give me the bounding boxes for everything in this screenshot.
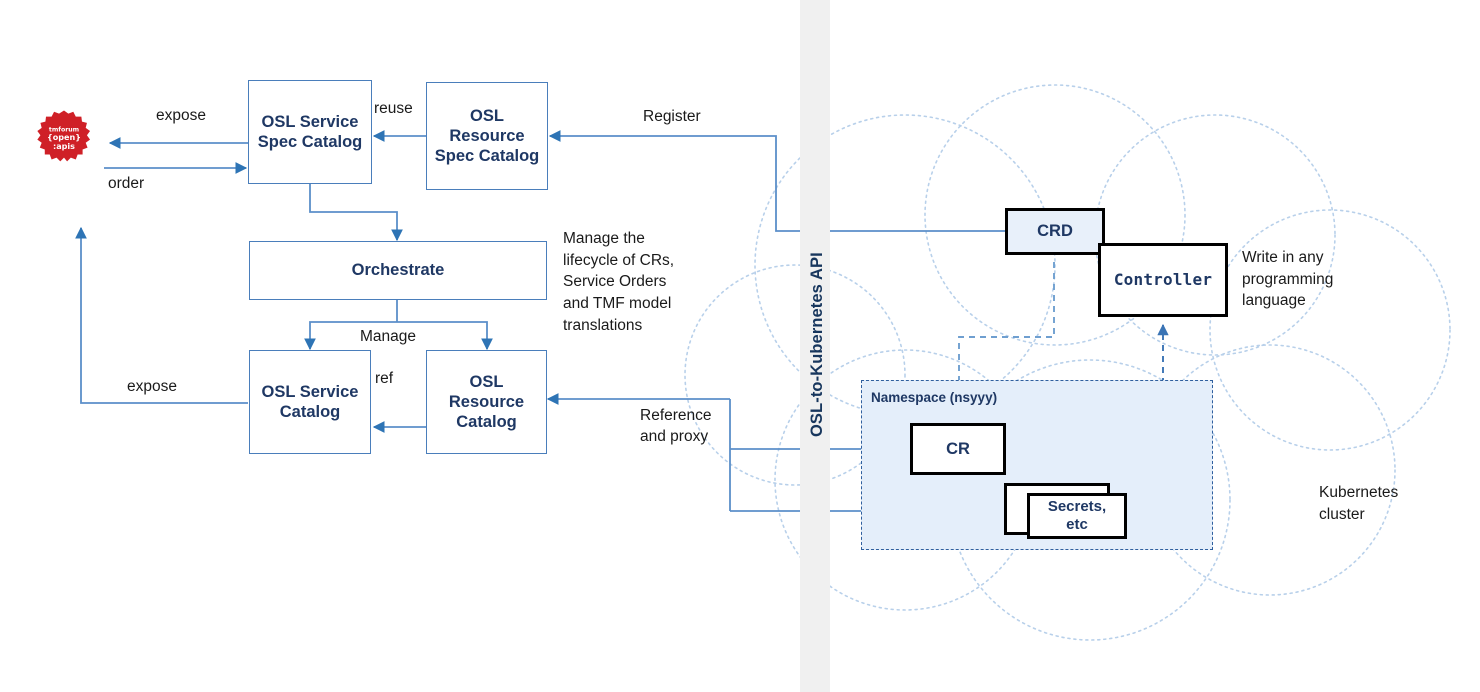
node-osl-resource-catalog[interactable]: OSL Resource Catalog	[426, 350, 547, 454]
namespace-label: Namespace (nsyyy)	[871, 390, 998, 405]
logo-line-3: :apis	[53, 142, 75, 151]
osl-to-kubernetes-api-band	[800, 0, 830, 692]
node-orchestrate[interactable]: Orchestrate	[249, 241, 547, 300]
annotation-orchestrate-note: Manage the lifecycle of CRs, Service Ord…	[563, 230, 675, 334]
annotation-controller-note: Write in any programming language	[1242, 249, 1334, 310]
edge-label-reference-and-proxy: Reference and proxy	[640, 407, 712, 445]
logo-line-1: tmforum	[49, 127, 79, 134]
tmforum-open-apis-logo: tmforum {open} :apis	[33, 108, 95, 170]
edge-label-manage: Manage	[360, 328, 417, 345]
node-crd[interactable]: CRD	[1005, 208, 1105, 255]
edge-label-ref: ref	[375, 370, 394, 387]
tmforum-seal-icon: tmforum {open} :apis	[37, 110, 91, 162]
osl-to-kubernetes-api-label: OSL-to-Kubernetes API	[808, 252, 826, 437]
node-osl-service-catalog[interactable]: OSL Service Catalog	[249, 350, 371, 454]
edge-label-order: order	[108, 175, 145, 192]
node-osl-service-spec-catalog[interactable]: OSL Service Spec Catalog	[248, 80, 372, 184]
edge-register	[548, 130, 1005, 232]
edge-label-register: Register	[643, 108, 701, 125]
logo-line-2: {open}	[47, 133, 81, 142]
edge-label-reuse: reuse	[374, 100, 413, 117]
node-cr[interactable]: CR	[910, 423, 1006, 475]
edge-spec-to-orchestrate	[309, 184, 403, 242]
edge-label-expose-bottom: expose	[127, 378, 177, 395]
node-osl-resource-spec-catalog[interactable]: OSL Resource Spec Catalog	[426, 82, 548, 190]
node-secrets[interactable]: Secrets, etc	[1027, 493, 1127, 539]
node-controller[interactable]: Controller	[1098, 243, 1228, 317]
annotation-kubernetes-cluster: Kubernetes cluster	[1319, 484, 1399, 523]
edge-label-expose-top: expose	[156, 107, 206, 124]
